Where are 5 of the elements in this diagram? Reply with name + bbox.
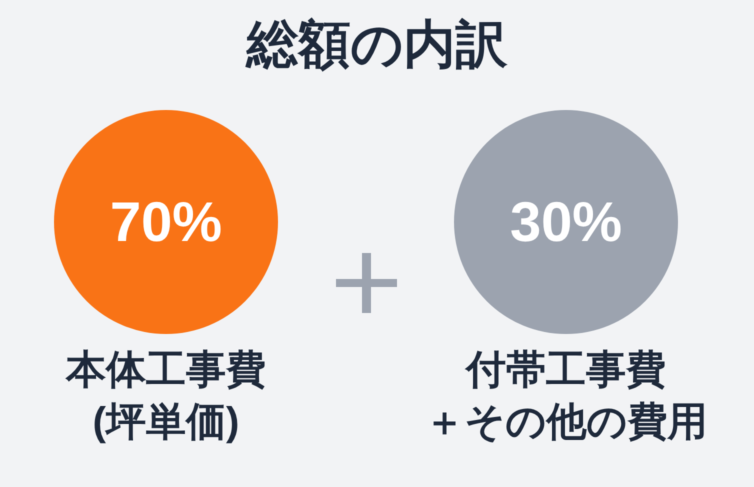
- percentage-value: 70%: [110, 192, 222, 252]
- title: 総額の内訳: [246, 15, 508, 76]
- caption-text: 本体工事費(坪単価): [66, 347, 266, 446]
- caption-text: 付帯工事費＋その他の費用: [424, 347, 708, 446]
- percentage-value: 30%: [510, 192, 622, 252]
